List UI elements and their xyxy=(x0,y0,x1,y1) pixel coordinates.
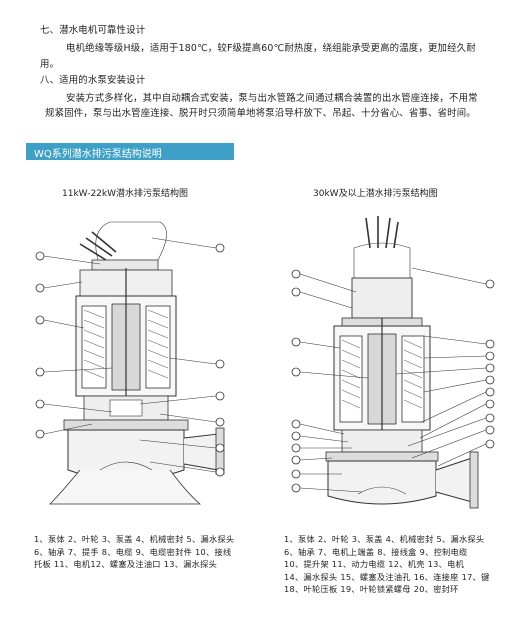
right-legend-line: 18、叶轮压板 19、叶轮锁紧螺母 20、密封环 xyxy=(284,584,459,595)
section7-heading: 七、潜水电机可靠性设计 xyxy=(40,25,146,36)
left-legend-line: 6、轴承 7、提手 8、电缆 9、电缆密封件 10、接线 xyxy=(34,546,232,557)
left-pump-drawing xyxy=(35,221,225,505)
right-legend: 1、泵体 2、叶轮 3、泵盖 4、机械密封 5、漏水探头 6、轴承 7、电机上端… xyxy=(284,533,490,596)
right-pump-drawing xyxy=(291,216,495,509)
right-figure-caption: 30kW及以上潜水排污泵结构图 xyxy=(313,189,438,199)
right-legend-line: 10、提升架 11、动力电缆 12、机壳 13、电机 xyxy=(284,559,465,570)
section8-paragraph-line2: 规紧固件，泵与出水管座连接、脱开时只须简单地将泵沿导杆放下、吊起、十分省心、省事… xyxy=(45,108,476,119)
section-banner: WQ系列潜水排污泵结构说明 xyxy=(26,143,234,160)
left-legend-line: 托板 11、电机12、螺塞及注油口 13、漏水探头 xyxy=(34,559,218,570)
right-legend-line: 6、轴承 7、电机上端盖 8、接线盒 9、控制电缆 xyxy=(284,546,468,557)
banner-title: WQ系列潜水排污泵结构说明 xyxy=(34,149,162,160)
section7-paragraph-line2: 用。 xyxy=(40,59,60,70)
right-legend-line: 14、漏水探头 15、螺塞及注油孔 16、连接座 17、键 xyxy=(284,571,490,582)
section8-paragraph-line1: 安装方式多样化，其中自动耦合式安装，泵与出水管路之间通过耦合装置的出水管座连接，… xyxy=(66,93,478,104)
left-legend: 1、泵体 2、叶轮 3、泵盖 4、机械密封 5、漏水探头 6、轴承 7、提手 8… xyxy=(34,533,234,571)
left-legend-line: 1、泵体 2、叶轮 3、泵盖 4、机械密封 5、漏水探头 xyxy=(34,534,235,544)
section8-heading: 八、适用的水泵安装设计 xyxy=(40,75,146,86)
left-figure-caption: 11kW-22kW潜水排污泵结构图 xyxy=(62,189,189,199)
right-legend-line: 1、泵体 2、叶轮 3、泵盖 4、机械密封 5、漏水探头 xyxy=(284,534,485,544)
section7-paragraph-line1: 电机绝缘等级H级，适用于180℃，较F级提高60℃耐热度，绕组能承受更高的温度，… xyxy=(66,43,476,54)
